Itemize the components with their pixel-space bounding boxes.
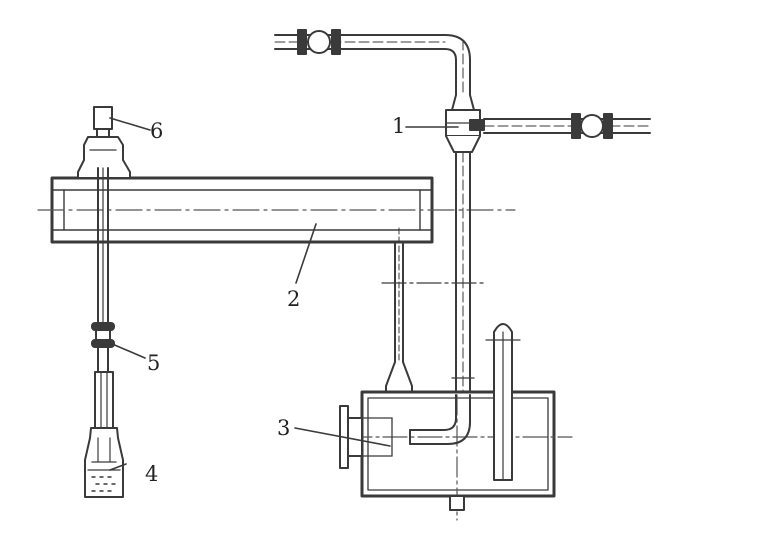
- right-outlet-pipe: [483, 118, 651, 134]
- top-cap: [77, 106, 131, 179]
- left-vertical-rod: [97, 167, 109, 324]
- callout-2: 2: [287, 287, 300, 311]
- callout-1: 1: [392, 114, 405, 138]
- probe-rod: [485, 323, 521, 481]
- tee-fitting: [445, 94, 485, 153]
- top-valve: [297, 29, 341, 55]
- callout-6: 6: [150, 119, 163, 143]
- coupling: [91, 322, 115, 373]
- liquid-cup: [84, 427, 124, 498]
- tank: [347, 390, 573, 521]
- callout-4: 4: [145, 462, 158, 486]
- callout-3: 3: [277, 416, 290, 440]
- lower-tube: [94, 371, 114, 429]
- callout-5: 5: [147, 351, 160, 375]
- leader-lines: [109, 117, 459, 471]
- inner-elbow: [409, 377, 475, 445]
- right-valve: [571, 113, 613, 139]
- center-down-tube: [385, 227, 413, 397]
